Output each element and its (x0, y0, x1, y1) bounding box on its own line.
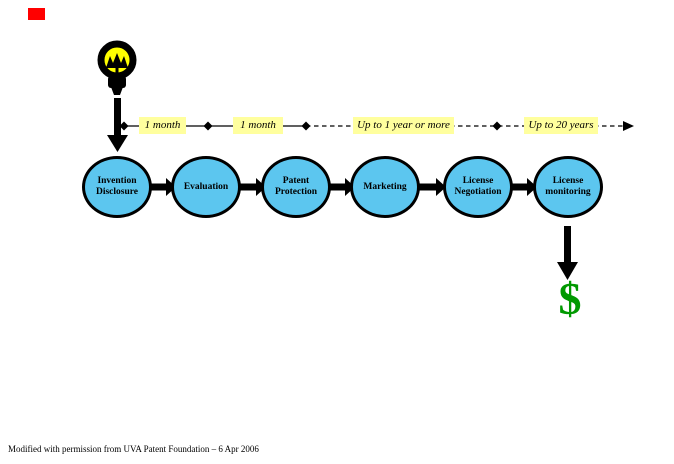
diamond-icon (119, 121, 129, 131)
dollar-sign-icon: $ (558, 273, 582, 324)
right-arrow-icon (417, 178, 446, 196)
stage-license-negotiation: License Negotiation (443, 156, 513, 218)
diamond-icon (301, 121, 311, 131)
arrowhead-icon (623, 121, 634, 131)
diamond-icon (203, 121, 213, 131)
timeline-label-1month-a: 1 month (139, 117, 186, 134)
stage-invention-disclosure: Invention Disclosure (82, 156, 152, 218)
stage-evaluation: Evaluation (171, 156, 241, 218)
diamond-icon (492, 121, 502, 131)
timeline-label-1year: Up to 1 year or more (353, 117, 454, 134)
stage-patent-protection: Patent Protection (261, 156, 331, 218)
right-arrow-icon (509, 178, 537, 196)
stage-marketing: Marketing (350, 156, 420, 218)
timeline-label-20years: Up to 20 years (524, 117, 598, 134)
timeline-label-1month-b: 1 month (233, 117, 283, 134)
stage-license-monitoring: License monitoring (533, 156, 603, 218)
down-arrow-icon (107, 98, 128, 152)
money-arrow-icon (557, 226, 578, 280)
footer-credit: Modified with permission from UVA Patent… (8, 444, 259, 454)
red-marker (28, 8, 45, 20)
light-bulb-icon (97, 40, 137, 95)
